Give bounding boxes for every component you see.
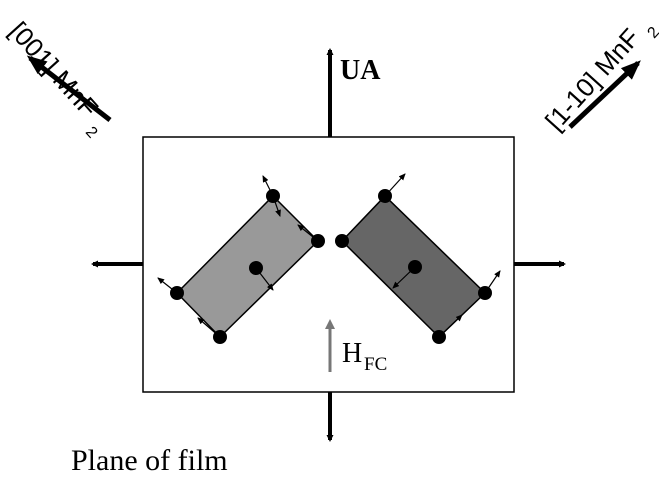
spin-dot [266, 189, 280, 203]
direction-001-subscript: 2 [82, 124, 101, 142]
ua-label: UA [340, 55, 381, 86]
spin-dot [170, 286, 184, 300]
spin-dot [213, 330, 227, 344]
spin-dot [335, 234, 349, 248]
plane-of-film-caption: Plane of film [71, 444, 228, 477]
spin-dots [170, 189, 492, 344]
spin-dot [408, 260, 422, 274]
spin-dot [478, 286, 492, 300]
direction-1-10-label-group: [1-10] MnF 2 [539, 23, 659, 137]
direction-1-10-label: [1-10] MnF [539, 23, 645, 137]
spin-dot [311, 234, 325, 248]
direction-001-arrow [26, 55, 112, 122]
direction-001-label-group: [001] MnF 2 [4, 16, 105, 142]
direction-1-10-subscript: 2 [644, 24, 659, 42]
spin-dot [378, 189, 392, 203]
spin-dot [249, 261, 263, 275]
direction-001-label: [001] MnF [4, 16, 105, 123]
field-cooling-subscript: FC [364, 354, 387, 375]
direction-1-10-arrow [568, 60, 641, 129]
spin-dot [432, 330, 446, 344]
field-cooling-label: H [342, 338, 362, 369]
